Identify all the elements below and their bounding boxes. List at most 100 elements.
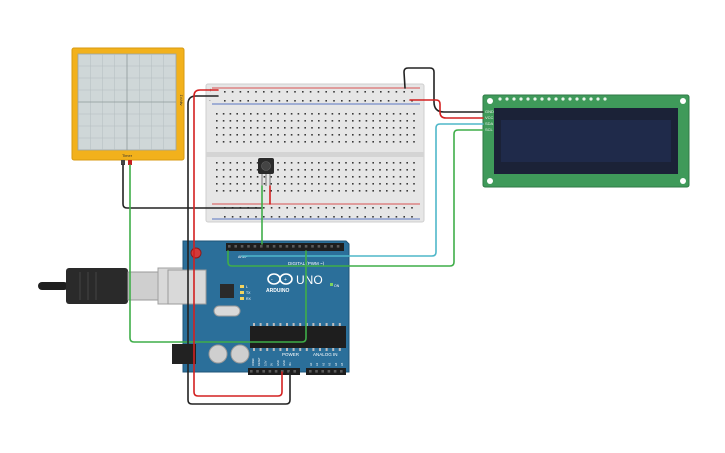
breadboard-hole[interactable] <box>216 162 218 164</box>
breadboard-hole[interactable] <box>309 216 312 218</box>
breadboard-hole[interactable] <box>270 100 273 102</box>
breadboard-hole[interactable] <box>379 183 381 185</box>
breadboard-hole[interactable] <box>331 183 334 185</box>
breadboard-hole[interactable] <box>331 169 334 171</box>
breadboard-hole[interactable] <box>356 207 359 209</box>
breadboard-hole[interactable] <box>411 216 413 218</box>
breadboard-hole[interactable] <box>284 169 286 171</box>
breadboard-hole[interactable] <box>325 216 327 218</box>
breadboard-hole[interactable] <box>318 134 320 136</box>
breadboard-hole[interactable] <box>387 207 390 209</box>
breadboard-hole[interactable] <box>304 120 306 122</box>
breadboard-hole[interactable] <box>229 113 232 115</box>
breadboard-hole[interactable] <box>392 113 395 115</box>
breadboard-hole[interactable] <box>379 162 381 164</box>
power-pin[interactable] <box>287 370 290 373</box>
breadboard-hole[interactable] <box>229 190 232 192</box>
breadboard-hole[interactable] <box>222 190 225 192</box>
breadboard-hole[interactable] <box>243 169 245 171</box>
breadboard-hole[interactable] <box>277 176 279 178</box>
breadboard-hole[interactable] <box>229 120 232 122</box>
breadboard-hole[interactable] <box>290 120 293 122</box>
breadboard-hole[interactable] <box>290 141 293 143</box>
breadboard-hole[interactable] <box>290 183 293 185</box>
breadboard-hole[interactable] <box>392 190 395 192</box>
breadboard-hole[interactable] <box>256 141 259 143</box>
breadboard-hole[interactable] <box>379 169 381 171</box>
breadboard-hole[interactable] <box>311 183 313 185</box>
breadboard-hole[interactable] <box>278 100 281 102</box>
breadboard-hole[interactable] <box>236 141 238 143</box>
breadboard-hole[interactable] <box>290 176 293 178</box>
breadboard-hole[interactable] <box>309 100 312 102</box>
oscilloscope-probe-negative[interactable] <box>121 160 125 165</box>
breadboard-hole[interactable] <box>311 127 313 129</box>
breadboard-hole[interactable] <box>304 113 306 115</box>
breadboard-hole[interactable] <box>216 134 218 136</box>
breadboard-hole[interactable] <box>325 100 327 102</box>
breadboard-hole[interactable] <box>297 113 300 115</box>
breadboard-hole[interactable] <box>231 91 234 93</box>
breadboard-hole[interactable] <box>372 183 374 185</box>
breadboard-hole[interactable] <box>364 207 366 209</box>
breadboard-hole[interactable] <box>270 134 272 136</box>
breadboard-hole[interactable] <box>352 169 354 171</box>
breadboard-hole[interactable] <box>372 207 374 209</box>
breadboard-hole[interactable] <box>222 169 225 171</box>
breadboard-hole[interactable] <box>277 134 279 136</box>
breadboard-hole[interactable] <box>216 169 218 171</box>
breadboard-hole[interactable] <box>324 183 327 185</box>
breadboard-hole[interactable] <box>406 183 408 185</box>
breadboard-hole[interactable] <box>243 127 245 129</box>
breadboard-hole[interactable] <box>236 176 238 178</box>
wire-lcd-sda[interactable] <box>241 123 484 257</box>
breadboard-hole[interactable] <box>338 120 340 122</box>
breadboard-hole[interactable] <box>284 120 286 122</box>
breadboard-hole[interactable] <box>331 120 334 122</box>
breadboard-hole[interactable] <box>236 183 238 185</box>
breadboard-hole[interactable] <box>358 176 361 178</box>
breadboard-hole[interactable] <box>380 207 382 209</box>
breadboard-hole[interactable] <box>399 113 402 115</box>
breadboard-hole[interactable] <box>379 190 381 192</box>
breadboard-hole[interactable] <box>270 183 272 185</box>
breadboard-hole[interactable] <box>413 127 415 129</box>
wire-lcd-scl[interactable] <box>227 129 484 267</box>
breadboard-hole[interactable] <box>309 91 312 93</box>
breadboard-hole[interactable] <box>304 162 306 164</box>
breadboard-hole[interactable] <box>387 91 390 93</box>
breadboard-hole[interactable] <box>352 113 354 115</box>
breadboard-hole[interactable] <box>256 183 259 185</box>
breadboard-hole[interactable] <box>372 120 374 122</box>
breadboard-hole[interactable] <box>358 141 361 143</box>
breadboard-hole[interactable] <box>318 162 320 164</box>
breadboard-hole[interactable] <box>333 91 335 93</box>
breadboard-hole[interactable] <box>348 207 351 209</box>
breadboard-hole[interactable] <box>379 141 381 143</box>
breadboard-hole[interactable] <box>243 176 245 178</box>
breadboard-hole[interactable] <box>243 162 245 164</box>
breadboard-hole[interactable] <box>311 120 313 122</box>
breadboard-hole[interactable] <box>413 190 415 192</box>
breadboard-hole[interactable] <box>348 91 351 93</box>
oscilloscope-probe-positive[interactable] <box>128 160 132 165</box>
breadboard-hole[interactable] <box>297 127 300 129</box>
breadboard-hole[interactable] <box>365 169 368 171</box>
breadboard-hole[interactable] <box>345 127 347 129</box>
breadboard-hole[interactable] <box>345 141 347 143</box>
analog-pin[interactable] <box>333 370 337 373</box>
breadboard-hole[interactable] <box>386 120 388 122</box>
breadboard-hole[interactable] <box>341 216 343 218</box>
breadboard-hole[interactable] <box>277 141 279 143</box>
breadboard-hole[interactable] <box>255 100 257 102</box>
breadboard-hole[interactable] <box>380 216 382 218</box>
breadboard-hole[interactable] <box>250 120 252 122</box>
breadboard-hole[interactable] <box>338 162 340 164</box>
breadboard-hole[interactable] <box>284 113 286 115</box>
digital-pin[interactable] <box>311 245 314 248</box>
breadboard-hole[interactable] <box>365 120 368 122</box>
breadboard-hole[interactable] <box>263 176 266 178</box>
breadboard[interactable]: + - <box>205 83 425 223</box>
breadboard-hole[interactable] <box>250 134 252 136</box>
breadboard-hole[interactable] <box>256 169 259 171</box>
